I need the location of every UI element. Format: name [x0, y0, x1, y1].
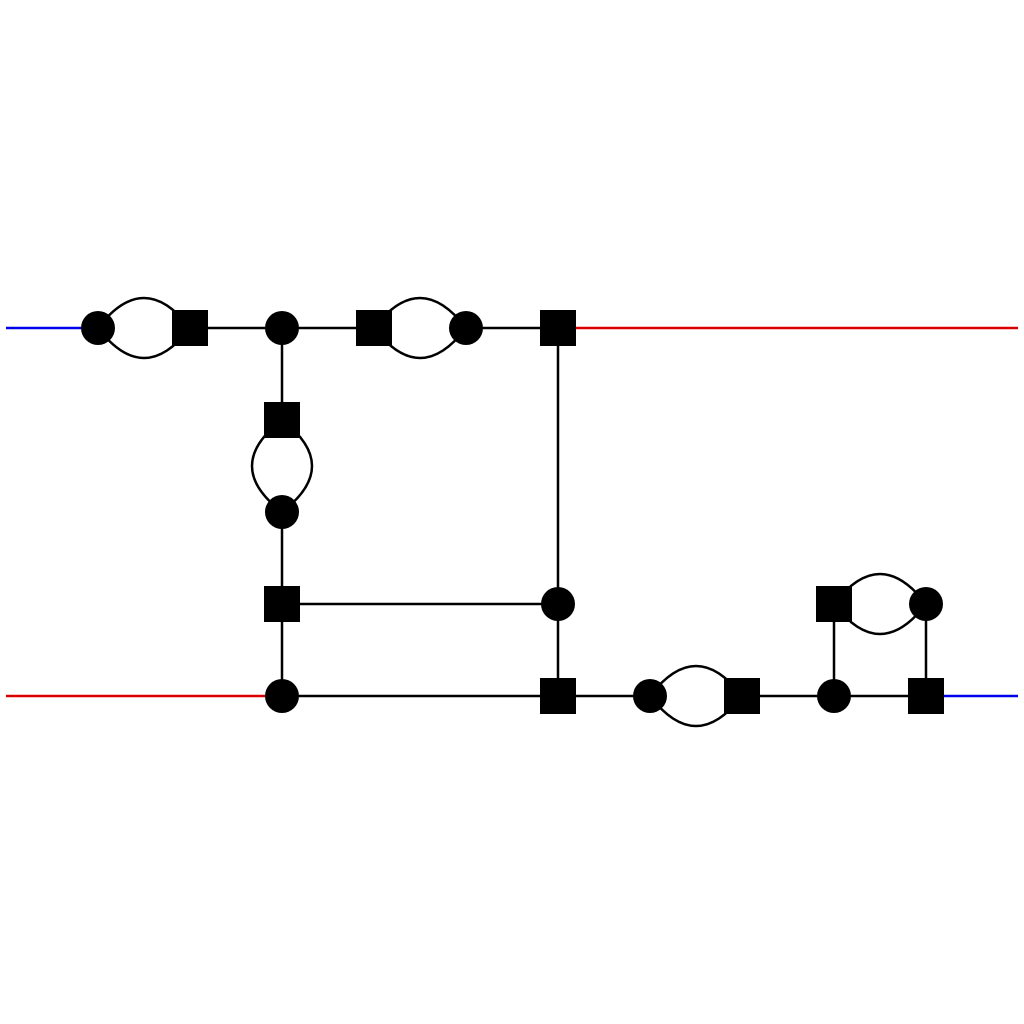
circle-vertex-n15 [817, 679, 851, 713]
circle-vertex-n3 [265, 311, 299, 345]
circle-vertex-n18 [909, 587, 943, 621]
square-vertex-n6 [540, 310, 576, 346]
square-vertex-n2 [172, 310, 208, 346]
square-vertex-n4 [356, 310, 392, 346]
circle-vertex-n10 [541, 587, 575, 621]
square-vertex-n16 [908, 678, 944, 714]
circle-vertex-n11 [265, 679, 299, 713]
circle-vertex-n8 [265, 495, 299, 529]
vertices [81, 310, 944, 714]
square-vertex-n7 [264, 402, 300, 438]
circle-vertex-n1 [81, 311, 115, 345]
circle-vertex-n13 [633, 679, 667, 713]
square-vertex-n17 [816, 586, 852, 622]
square-vertex-n9 [264, 586, 300, 622]
square-vertex-n14 [724, 678, 760, 714]
circle-vertex-n5 [449, 311, 483, 345]
square-vertex-n12 [540, 678, 576, 714]
